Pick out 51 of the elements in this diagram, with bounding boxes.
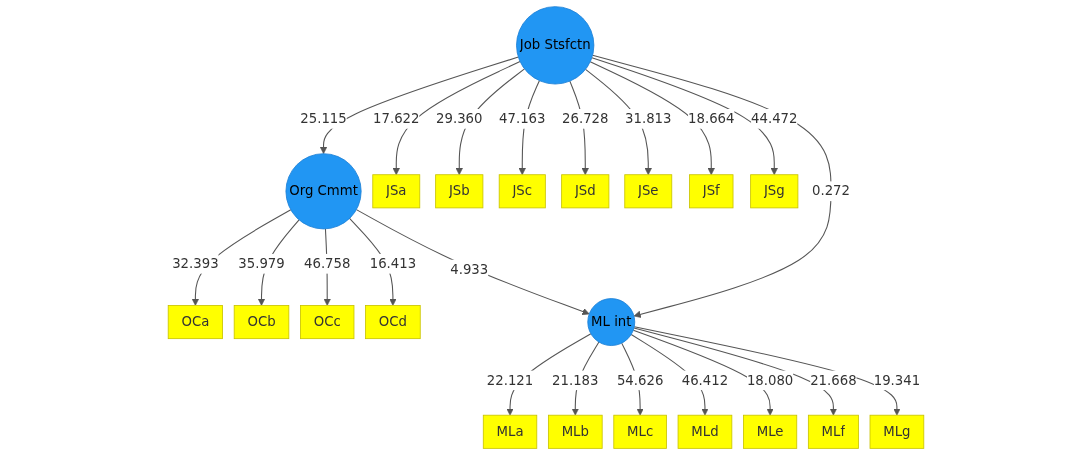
- arrow: [592, 54, 832, 318]
- arrow: [392, 61, 521, 176]
- arrow: [319, 56, 519, 154]
- node-box: OCb: [233, 305, 290, 340]
- arrow: [633, 326, 901, 416]
- node-box: JSa: [372, 174, 421, 209]
- node-box: MLa: [482, 414, 538, 449]
- arrow: [633, 327, 838, 416]
- arrow: [591, 57, 778, 176]
- node-box: JSd: [561, 174, 610, 209]
- arrow: [355, 209, 590, 316]
- arrow: [589, 61, 715, 176]
- node-box: MLf: [807, 414, 859, 449]
- edge-label: 16.413: [369, 255, 417, 272]
- edge-label: 35.979: [238, 255, 285, 272]
- edge-label: 44.472: [751, 110, 798, 127]
- node-circle: ML int: [587, 298, 636, 346]
- node-box: JSc: [498, 174, 546, 209]
- node-circle: Job Stsfctn: [516, 6, 595, 85]
- node-box: MLc: [613, 414, 667, 449]
- edge-label: 21.668: [810, 372, 857, 388]
- edge-label: 25.115: [300, 110, 347, 127]
- edge-label: 4.933: [450, 261, 489, 278]
- edge-label: 32.393: [172, 255, 219, 272]
- node-box: JSg: [750, 174, 799, 209]
- edge-label: 19.341: [873, 372, 921, 388]
- node-box: MLe: [743, 414, 798, 449]
- node-box: OCd: [365, 305, 421, 340]
- node-box: MLg: [869, 414, 925, 449]
- edge-label: 29.360: [436, 110, 483, 127]
- edge-label: 18.080: [746, 372, 794, 388]
- edge-label: 26.728: [562, 110, 609, 127]
- node-box: JSb: [435, 174, 484, 209]
- node-circle: Org Cmmt: [285, 153, 362, 230]
- edge-label: 0.272: [812, 183, 850, 199]
- arrow: [191, 209, 292, 306]
- edge-label: 18.664: [688, 110, 735, 127]
- edge-label: 47.163: [499, 110, 546, 127]
- node-box: MLb: [547, 414, 603, 449]
- edge-label: 46.412: [681, 372, 729, 388]
- edge-label: 17.622: [373, 110, 420, 127]
- node-box: MLd: [677, 414, 733, 449]
- edge-label: 22.121: [486, 372, 534, 388]
- edge-label: 54.626: [616, 372, 664, 388]
- node-box: OCc: [300, 305, 355, 340]
- node-box: JSe: [624, 174, 673, 209]
- node-box: JSf: [689, 174, 734, 209]
- edge-label: 46.758: [304, 255, 351, 272]
- edge-label: 31.813: [625, 110, 672, 127]
- node-box: OCa: [167, 305, 223, 340]
- edge-label: 21.183: [552, 372, 599, 388]
